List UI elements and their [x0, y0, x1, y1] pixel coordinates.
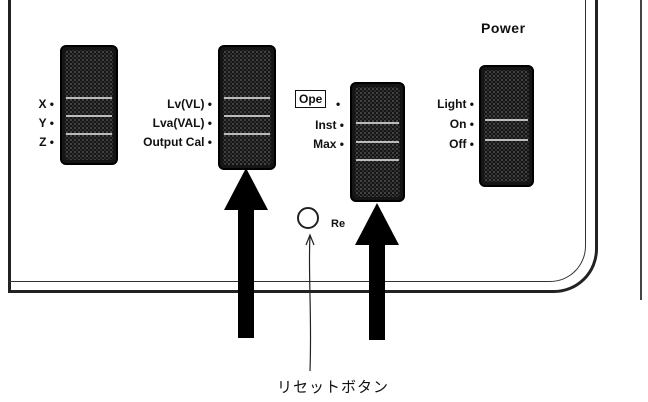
ope-marker: • [336, 97, 341, 111]
reset-pointer-arrow-icon [305, 233, 315, 372]
adjacent-panel-edge [640, 0, 642, 300]
axis-label-x: X • [38, 97, 54, 111]
instrument-panel-inner-edge [8, 0, 586, 282]
power-label-on: On • [449, 117, 474, 131]
reset-button-caption: リセットボタン [277, 378, 390, 396]
power-section-label: Power [481, 20, 526, 36]
power-switch[interactable] [479, 65, 534, 187]
power-label-off: Off • [449, 137, 474, 151]
mode-label-inst: Inst • [315, 118, 344, 132]
reset-label: Re [331, 218, 346, 230]
power-label-light: Light • [437, 97, 474, 111]
axis-select-switch[interactable] [60, 45, 118, 165]
measure-mode-switch[interactable] [218, 45, 276, 170]
operation-mode-switch[interactable] [350, 82, 405, 202]
mode-label-max: Max • [313, 137, 344, 151]
axis-label-z: Z • [39, 135, 54, 149]
mode-switch-arrow-icon [355, 203, 399, 340]
measure-switch-arrow-icon [224, 168, 268, 338]
axis-label-y: Y • [38, 116, 54, 130]
instrument-panel-outline [8, 0, 598, 293]
measure-label-output-cal: Output Cal • [143, 135, 212, 149]
measure-label-lv: Lv(VL) • [167, 97, 212, 111]
ope-label-box: Ope [295, 90, 327, 108]
reset-button[interactable] [297, 207, 319, 229]
measure-label-lva: Lva(VAL) • [152, 116, 212, 130]
